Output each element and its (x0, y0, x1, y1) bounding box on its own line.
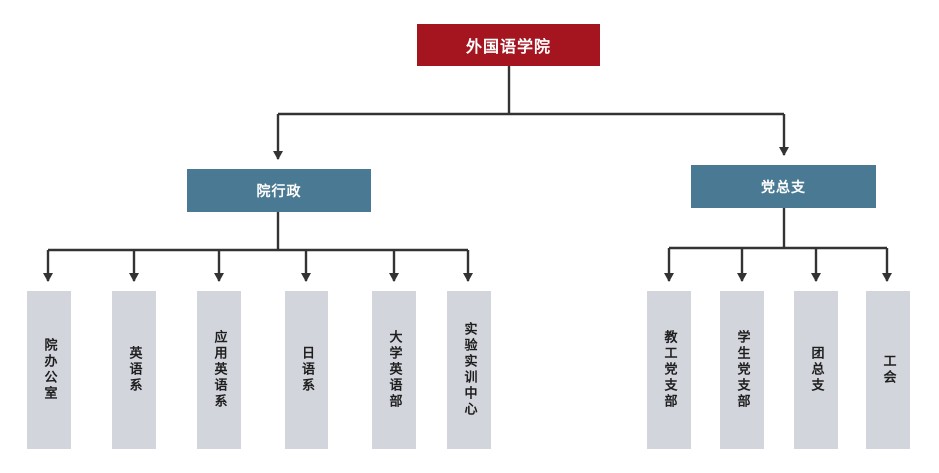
admin-unit-label: 实验实训中心 (461, 322, 477, 418)
admin-unit-3: 应用英语系 (197, 291, 241, 449)
admin-unit-6: 实验实训中心 (447, 291, 491, 449)
admin-unit-label: 应用英语系 (211, 330, 227, 410)
admin-unit-label: 英语系 (126, 346, 142, 394)
branch-node-party: 党总支 (691, 165, 876, 208)
root-node: 外国语学院 (417, 24, 600, 66)
admin-unit-4: 日语系 (285, 291, 328, 449)
branch-label-admin: 院行政 (256, 183, 302, 200)
admin-unit-label: 日语系 (299, 346, 314, 394)
party-unit-label: 教工党支部 (661, 330, 677, 410)
party-unit-1: 教工党支部 (647, 291, 691, 449)
party-unit-label: 学生党支部 (734, 330, 750, 410)
party-unit-4: 工会 (866, 291, 910, 449)
admin-unit-label: 大学英语部 (386, 330, 402, 410)
party-unit-3: 团总支 (794, 291, 838, 449)
admin-unit-5: 大学英语部 (372, 291, 416, 449)
party-unit-2: 学生党支部 (720, 291, 764, 449)
root-label: 外国语学院 (465, 37, 551, 56)
party-unit-label: 团总支 (808, 346, 824, 394)
admin-unit-1: 院办公室 (27, 291, 71, 449)
party-unit-label: 工会 (880, 354, 896, 386)
admin-unit-label: 院办公室 (41, 338, 57, 402)
branch-node-admin: 院行政 (187, 169, 371, 212)
admin-unit-2: 英语系 (112, 291, 156, 449)
branch-label-party: 党总支 (761, 179, 806, 196)
